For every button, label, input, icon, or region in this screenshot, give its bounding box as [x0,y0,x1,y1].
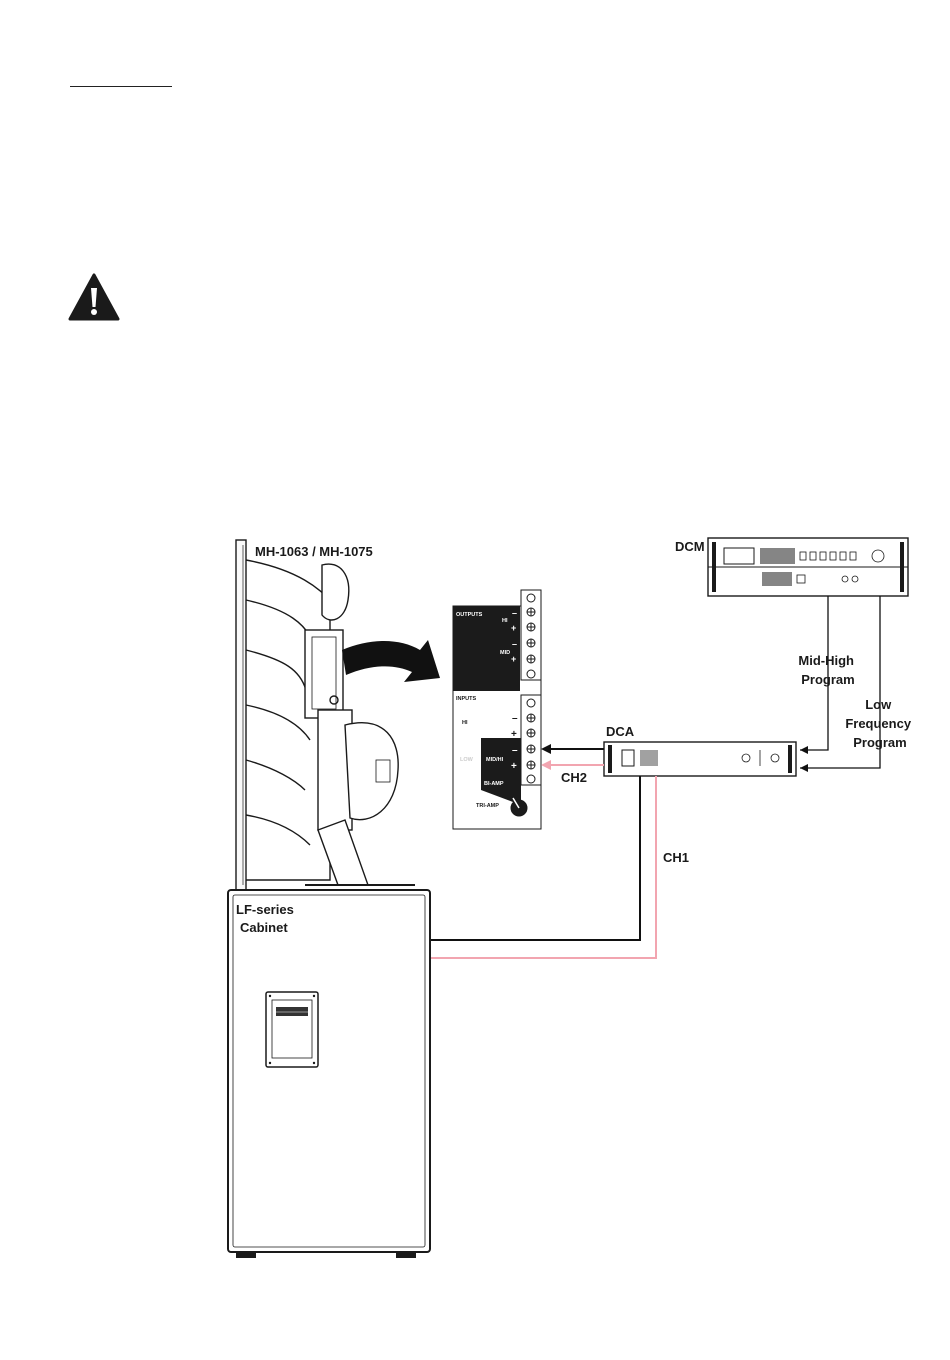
low-freq-line-3: Program [853,735,906,750]
in-low-label: LOW [460,757,474,763]
mh-speaker-illustration [236,540,415,890]
cabinet-line-1: LF-series [236,902,294,917]
dcm-label: DCM [675,539,705,554]
in-midhi-minus: – [512,745,518,756]
out-mid-plus: + [511,654,516,664]
outputs-label: OUTPUTS [456,612,483,618]
lf-cabinet [228,890,430,1258]
io-panel: OUTPUTS HI MID – + – + INPUTS HI LOW MID… [453,590,541,829]
out-hi-label: HI [502,618,508,624]
in-midhi-label: MID/HI [486,757,504,763]
curved-arrow-icon [342,640,440,682]
low-frequency-program-label: Low Frequency Program [845,697,914,750]
dca-label: DCA [606,724,635,739]
low-freq-line-2: Frequency [845,716,912,731]
dcm-unit [708,538,908,596]
ch2-label: CH2 [561,770,587,785]
mid-high-line-1: Mid-High [798,653,854,668]
in-hi-label: HI [462,720,468,726]
out-hi-minus: – [512,608,517,618]
dca-unit [604,742,796,776]
in-hi-minus: – [512,713,518,724]
inputs-label: INPUTS [456,696,477,702]
ch1-label: CH1 [663,850,689,865]
out-hi-plus: + [511,623,516,633]
speaker-label: MH-1063 / MH-1075 [255,544,373,559]
cabinet-line-2: Cabinet [240,920,288,935]
out-mid-minus: – [512,639,517,649]
in-midhi-plus: + [511,761,517,772]
out-mid-label: MID [500,650,510,656]
in-hi-plus: + [511,729,517,740]
triamp-label: TRI-AMP [476,803,499,809]
low-freq-line-1: Low [865,697,892,712]
mid-high-line-2: Program [801,672,854,687]
biamp-label: BI-AMP [484,781,504,787]
